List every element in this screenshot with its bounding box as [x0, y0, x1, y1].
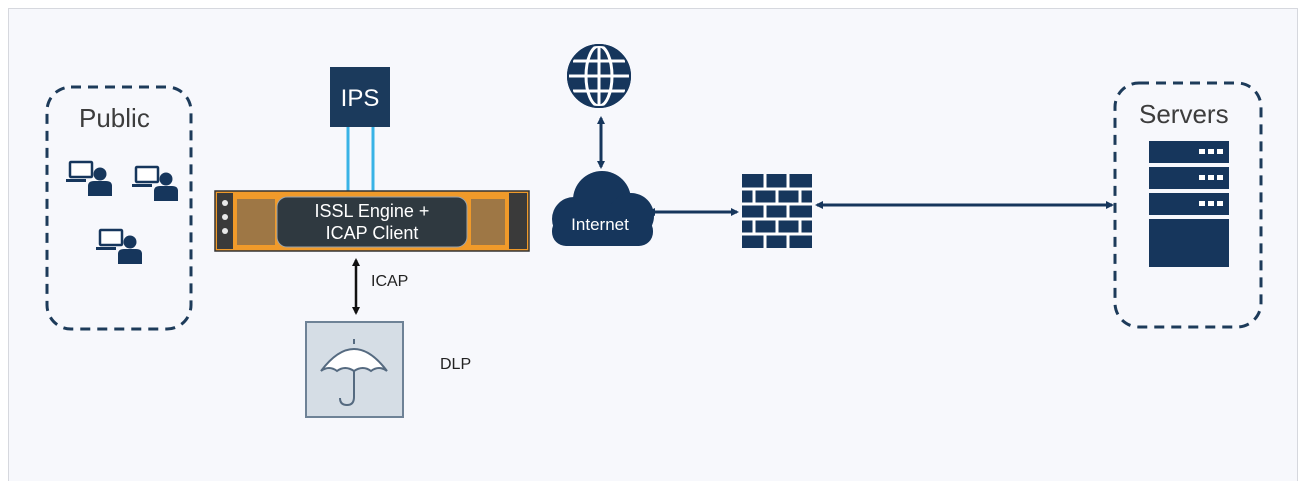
user-laptop-icon — [64, 160, 114, 198]
engine-label: ISSL Engine + ICAP Client — [277, 200, 467, 244]
user-laptop-icon — [94, 228, 144, 266]
appliance-icon — [214, 190, 530, 252]
firewall-icon — [742, 174, 812, 248]
engine-label-line1: ISSL Engine + — [314, 201, 430, 221]
cloud-icon — [552, 171, 654, 246]
globe-icon — [567, 44, 631, 108]
ips-label: IPS — [340, 85, 380, 112]
diagram-canvas: Public Servers IPS ISSL Engine + ICAP Cl… — [8, 8, 1298, 481]
umbrella-icon — [305, 321, 404, 418]
diagram-graphics — [45, 44, 1263, 418]
servers-group-box — [1113, 81, 1263, 329]
server-icon — [1149, 141, 1229, 267]
icap-label: ICAP — [371, 273, 409, 290]
engine-label-line2: ICAP Client — [325, 223, 419, 243]
dlp-label: DLP — [440, 356, 472, 373]
internet-label: Internet — [571, 215, 629, 234]
user-laptop-icon — [130, 165, 180, 203]
public-group-box — [45, 85, 193, 331]
public-group-label: Public — [79, 103, 150, 133]
servers-group-label: Servers — [1139, 99, 1229, 129]
ips-box — [330, 67, 390, 127]
